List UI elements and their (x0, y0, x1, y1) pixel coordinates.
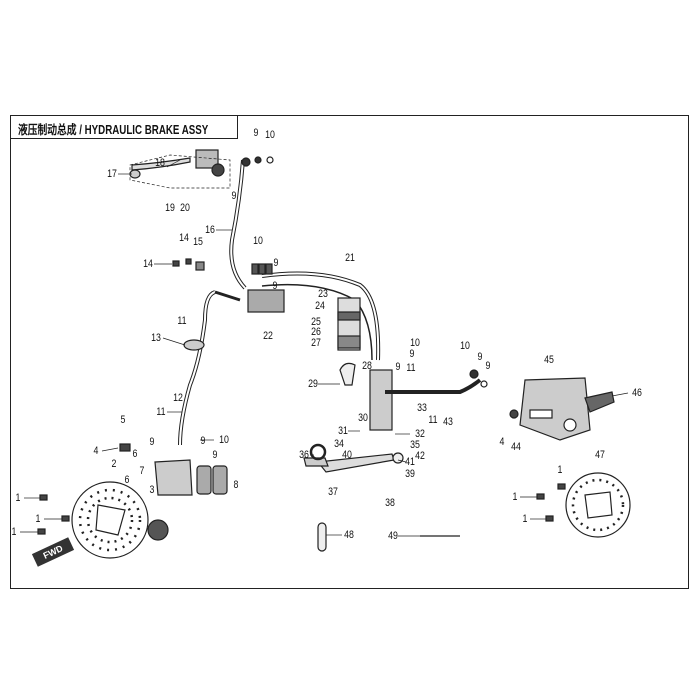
callout-label: 29 (308, 378, 318, 390)
callout-label: 30 (358, 412, 368, 424)
callout-label: 32 (415, 428, 425, 440)
callout-label: 6 (124, 474, 130, 486)
callout-label: 36 (299, 449, 309, 461)
brake-pedal-37 (316, 453, 395, 473)
callout-label: 4 (499, 436, 505, 448)
callout-label: 11 (428, 414, 438, 426)
callout-label: 11 (156, 406, 166, 418)
callout-label: 43 (443, 416, 453, 428)
callout-label: 10 (265, 129, 275, 141)
front-caliper (154, 459, 193, 496)
callout-label: 24 (315, 300, 325, 312)
callout-label: 6 (132, 448, 138, 460)
diagram-frame (10, 115, 689, 589)
callout-label: 21 (345, 252, 355, 264)
callout-label: 48 (344, 529, 354, 541)
callout-label: 9 (273, 257, 279, 269)
callout-label: 1 (35, 513, 41, 525)
callout-label: 9 (477, 351, 483, 363)
callout-label: 9 (212, 449, 218, 461)
callout-label: 1 (512, 491, 518, 503)
callout-label: 17 (107, 168, 117, 180)
callout-label: 13 (151, 332, 161, 344)
callout-label: 11 (177, 315, 187, 327)
callout-label: 26 (311, 326, 321, 338)
callout-label: 25 (311, 316, 321, 328)
callout-label: 9 (272, 280, 278, 292)
callout-label: 39 (405, 468, 415, 480)
callout-label: 18 (155, 157, 165, 169)
callout-label: 10 (460, 340, 470, 352)
callout-label: 49 (388, 530, 398, 542)
callout-label: 20 (180, 202, 190, 214)
pin-48 (317, 522, 327, 552)
callout-label: 42 (415, 450, 425, 462)
proportioning-valve-22 (247, 289, 285, 313)
callout-label: 35 (410, 439, 420, 451)
callout-label: 34 (334, 438, 344, 450)
callout-label: 9 (149, 436, 155, 448)
callout-label: 15 (193, 236, 203, 248)
callout-label: 37 (328, 486, 338, 498)
callout-label: 1 (15, 492, 21, 504)
callout-label: 12 (173, 392, 183, 404)
callout-label: 1 (522, 513, 528, 525)
callout-label: 47 (595, 449, 605, 461)
callout-label: 44 (511, 441, 521, 453)
callout-label: 10 (219, 434, 229, 446)
brake-pad-46 (584, 391, 615, 413)
callout-label: 16 (205, 224, 215, 236)
callout-label: 5 (120, 414, 126, 426)
callout-label: 31 (338, 425, 348, 437)
callout-label: 9 (200, 435, 206, 447)
callout-label: 9 (231, 190, 237, 202)
brake-hose-43 (385, 378, 482, 394)
callout-label: 40 (342, 449, 352, 461)
callout-label: 9 (485, 360, 491, 372)
callout-label: 4 (93, 445, 99, 457)
brake-lever-assembly (129, 149, 231, 189)
leader-lines (20, 159, 629, 537)
front-brake-disc (71, 481, 169, 559)
callout-label: 3 (149, 484, 155, 496)
callout-label: 10 (253, 235, 263, 247)
callout-label: 9 (253, 127, 259, 139)
diagram-title: 液压制动总成 / HYDRAULIC BRAKE ASSY (18, 123, 209, 137)
rear-caliper-45 (519, 377, 591, 441)
callout-label: 9 (395, 361, 401, 373)
callout-label: 27 (311, 337, 321, 349)
callout-label: 2 (111, 458, 117, 470)
bolts (37, 258, 566, 535)
callout-label: 10 (410, 337, 420, 349)
callout-label: 11 (406, 362, 416, 374)
callout-label: 33 (417, 402, 427, 414)
callout-label: 22 (263, 330, 273, 342)
callout-label: 45 (544, 354, 554, 366)
callout-label: 19 (165, 202, 175, 214)
title-box (10, 115, 238, 139)
callout-label: 8 (233, 479, 239, 491)
callout-label: 23 (318, 288, 328, 300)
callout-label: 7 (139, 465, 145, 477)
callout-label: 41 (405, 456, 415, 468)
callout-label: 14 (143, 258, 153, 270)
callout-label: 1 (11, 526, 17, 538)
rear-brake-disc (565, 472, 631, 538)
callout-label: 9 (409, 348, 415, 360)
callout-label: 1 (557, 464, 563, 476)
callout-label: 14 (179, 232, 189, 244)
callout-label: 28 (362, 360, 372, 372)
callout-label: 38 (385, 497, 395, 509)
callout-label: 46 (632, 387, 642, 399)
